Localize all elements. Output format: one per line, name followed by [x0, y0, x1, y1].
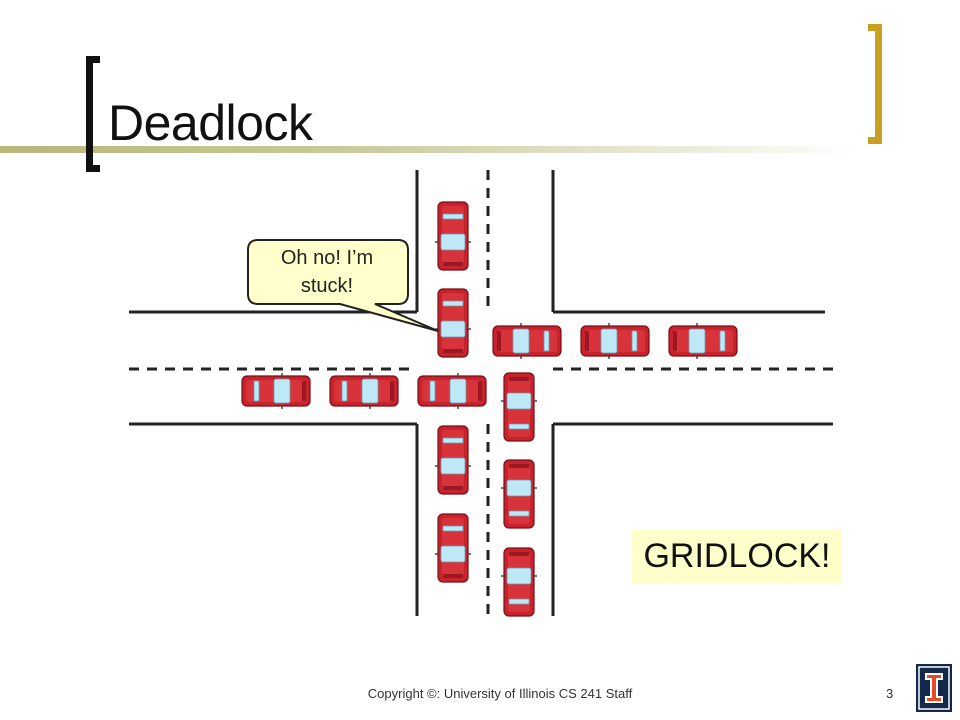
speech-bubble-text: Oh no! I’m stuck! [246, 240, 408, 304]
university-logo-icon [916, 664, 952, 712]
footer-copyright: Copyright ©: University of Illinois CS 2… [0, 686, 960, 701]
car-icon [435, 202, 471, 270]
page-number: 3 [886, 686, 893, 701]
car-icon [242, 373, 310, 409]
car-icon [330, 373, 398, 409]
car-icon [501, 548, 537, 616]
car-icon [501, 460, 537, 528]
bubble-line-2: stuck! [246, 272, 408, 300]
bubble-line-1: Oh no! I’m [246, 244, 408, 272]
car-icon [435, 426, 471, 494]
car-icon [493, 323, 561, 359]
car-icon [435, 514, 471, 582]
car-icon [501, 373, 537, 441]
car-icon [418, 373, 486, 409]
car-icon [435, 289, 471, 357]
car-icon [581, 323, 649, 359]
car-icon [669, 323, 737, 359]
gridlock-callout: GRIDLOCK! [632, 529, 842, 583]
